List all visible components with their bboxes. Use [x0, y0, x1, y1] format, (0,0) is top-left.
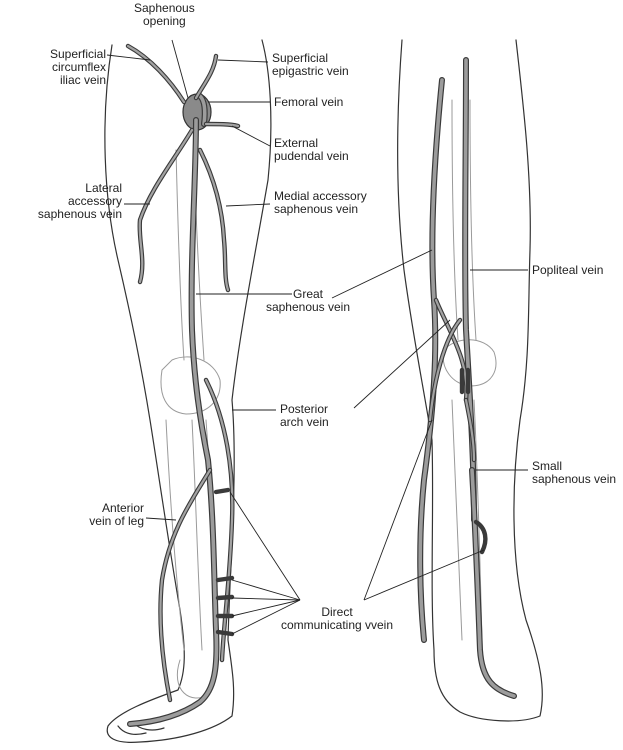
label-femoral-vein: Femoral vein	[274, 95, 344, 109]
label-direct-communicating-vein: Direct communicating vvein	[280, 605, 394, 632]
anterior-leg-outline	[104, 39, 272, 743]
anterior-veins	[125, 43, 241, 727]
label-posterior-arch-vein: Posterior arch vein	[280, 402, 329, 429]
leader-lines	[106, 39, 528, 635]
label-great-saphenous-vein: Great saphenous vein	[265, 287, 351, 314]
label-medial-accessory-saphenous-vein: Medial accessory saphenous vein	[274, 189, 367, 216]
label-lateral-accessory-saphenous-vein: Lateral accessory saphenous vein	[37, 181, 122, 221]
posterior-veins	[417, 57, 517, 699]
label-anterior-vein-of-leg: Anterior vein of leg	[89, 501, 144, 528]
label-external-pudendal-vein: External pudendal vein	[274, 136, 349, 163]
label-saphenous-opening: Saphenous opening	[134, 1, 195, 28]
label-superficial-epigastric-vein: Superficial epigastric vein	[272, 51, 349, 78]
label-popliteal-vein: Popliteal vein	[532, 263, 604, 277]
label-small-saphenous-vein: Small saphenous vein	[532, 459, 617, 486]
label-superficial-circumflex-iliac-vein: Superficial circumflex iliac vein	[49, 47, 106, 87]
posterior-leg-outline	[397, 39, 543, 722]
